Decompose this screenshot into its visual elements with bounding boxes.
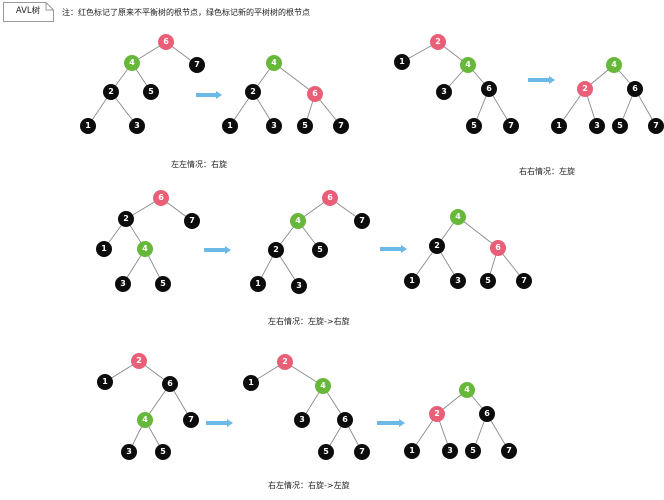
- tree-node-7-black: 7: [516, 273, 532, 289]
- title-box: AVL树: [3, 2, 54, 22]
- tree-node-6-red: 6: [322, 190, 338, 206]
- tree-node-4-green: 4: [124, 55, 140, 71]
- tree-node-5-black: 5: [466, 118, 482, 134]
- tree-node-7-black: 7: [354, 444, 370, 460]
- tree-node-6-red: 6: [153, 190, 169, 206]
- tree-node-1-black: 1: [404, 273, 420, 289]
- tree-node-5-black: 5: [480, 273, 496, 289]
- tree-node-3-black: 3: [450, 273, 466, 289]
- tree-node-3-black: 3: [129, 118, 145, 134]
- title-text: AVL树: [15, 6, 41, 16]
- right-arrow-icon: [380, 245, 407, 253]
- tree-node-1-black: 1: [97, 374, 113, 390]
- tree-node-5-black: 5: [312, 242, 328, 258]
- tree-node-2-red: 2: [577, 81, 593, 97]
- tree-node-6-red: 6: [158, 34, 174, 50]
- tree-node-6-black: 6: [337, 412, 353, 428]
- tree-node-2-black: 2: [245, 84, 261, 100]
- tree-node-1-black: 1: [551, 118, 567, 134]
- tree-node-6-black: 6: [627, 81, 643, 97]
- tree-rl-step2-edges: [250, 361, 363, 453]
- tree-node-3-black: 3: [121, 444, 137, 460]
- tree-node-7-black: 7: [503, 118, 519, 134]
- tree-node-1-black: 1: [80, 118, 96, 134]
- tree-node-3-black: 3: [115, 276, 131, 292]
- caption-ll: 左左情况：右旋: [171, 160, 227, 169]
- tree-node-2-black: 2: [429, 238, 445, 254]
- tree-node-2-red: 2: [131, 353, 147, 369]
- tree-node-1-black: 1: [394, 54, 410, 70]
- tree-node-6-black: 6: [162, 376, 178, 392]
- tree-node-5-black: 5: [297, 118, 313, 134]
- right-arrow-icon: [377, 419, 405, 427]
- tree-node-3-black: 3: [436, 84, 452, 100]
- tree-node-4-green: 4: [459, 382, 475, 398]
- tree-node-4-green: 4: [606, 57, 622, 73]
- tree-node-3-black: 3: [589, 118, 605, 134]
- tree-rr-after-edges: [558, 64, 657, 127]
- tree-node-4-green: 4: [137, 241, 153, 257]
- right-arrow-icon: [204, 246, 231, 254]
- tree-node-7-black: 7: [184, 213, 200, 229]
- tree-node-3-black: 3: [266, 118, 282, 134]
- tree-node-5-black: 5: [155, 276, 171, 292]
- tree-node-7-black: 7: [189, 57, 205, 73]
- tree-node-4-green: 4: [315, 378, 331, 394]
- tree-node-5-black: 5: [612, 118, 628, 134]
- tree-node-7-black: 7: [183, 412, 199, 428]
- document-shape-icon: [3, 2, 54, 22]
- tree-node-7-black: 7: [354, 213, 370, 229]
- tree-node-6-black: 6: [479, 406, 495, 422]
- tree-node-3-black: 3: [291, 278, 307, 294]
- tree-rl-step3-edges: [411, 389, 510, 452]
- tree-node-3-black: 3: [442, 443, 458, 459]
- tree-node-4-green: 4: [290, 213, 306, 229]
- tree-ll-before-edges: [87, 41, 198, 127]
- right-arrow-icon: [206, 419, 233, 427]
- tree-node-7-black: 7: [648, 118, 664, 134]
- tree-node-4-green: 4: [266, 55, 282, 71]
- tree-node-1-black: 1: [96, 241, 112, 257]
- tree-node-7-black: 7: [333, 118, 349, 134]
- tree-node-4-green: 4: [137, 412, 153, 428]
- tree-node-6-red: 6: [490, 240, 506, 256]
- tree-node-1-black: 1: [250, 276, 266, 292]
- tree-node-5-black: 5: [143, 84, 159, 100]
- caption-rr: 右右情况：左旋: [519, 167, 575, 176]
- tree-node-7-black: 7: [501, 443, 517, 459]
- tree-node-4-green: 4: [450, 209, 466, 225]
- right-arrow-icon: [528, 76, 555, 84]
- tree-node-2-black: 2: [268, 242, 284, 258]
- legend-note: 注：红色标记了原来不平衡树的根节点，绿色标记新的平树树的根节点: [62, 8, 310, 17]
- tree-node-5-black: 5: [318, 444, 334, 460]
- right-arrow-icon: [196, 91, 222, 99]
- tree-node-2-red: 2: [430, 34, 446, 50]
- tree-node-4-green: 4: [460, 57, 476, 73]
- tree-node-2-black: 2: [103, 84, 119, 100]
- caption-rl: 右左情况：右旋->左旋: [268, 481, 350, 490]
- tree-node-2-red: 2: [429, 406, 445, 422]
- tree-node-1-black: 1: [404, 443, 420, 459]
- tree-node-2-red: 2: [277, 354, 293, 370]
- tree-node-3-black: 3: [294, 412, 310, 428]
- tree-node-2-black: 2: [118, 211, 134, 227]
- tree-node-1-black: 1: [222, 118, 238, 134]
- tree-node-6-red: 6: [307, 86, 323, 102]
- tree-node-5-black: 5: [155, 444, 171, 460]
- tree-rl-step1-edges: [104, 360, 192, 453]
- tree-node-6-black: 6: [481, 81, 497, 97]
- tree-node-5-black: 5: [465, 443, 481, 459]
- tree-node-1-black: 1: [243, 375, 259, 391]
- caption-lr: 左右情况：左旋->右旋: [268, 317, 350, 326]
